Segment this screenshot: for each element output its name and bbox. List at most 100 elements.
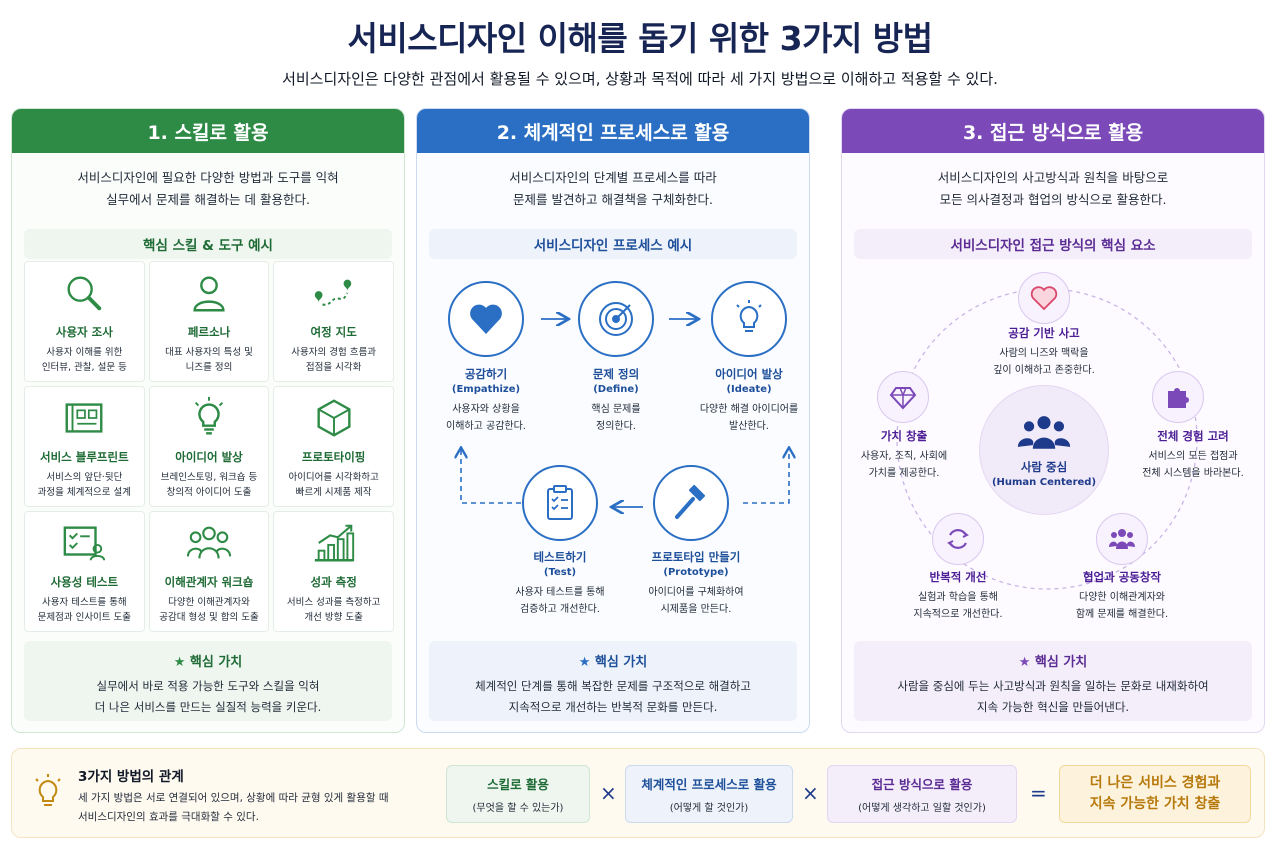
lightbulb-icon <box>194 396 224 435</box>
star-icon: ★ <box>1018 655 1031 670</box>
star-icon: ★ <box>578 655 591 670</box>
approach-column-description: 서비스디자인의 사고방식과 원칙을 바탕으로 모든 의사결정과 협업의 방식으로… <box>937 170 1169 207</box>
skill-title: 페르소나 <box>187 325 231 339</box>
checklist-user-icon <box>63 526 106 561</box>
desc-line: 서비스디자인에 필요한 다양한 방법과 도구를 익혀 <box>77 170 339 185</box>
heart-icon <box>470 304 502 334</box>
approach-core-value: ★ 핵심 가치 사람을 중심에 두는 사고방식과 원칙을 일하는 문화로 내재화… <box>854 641 1252 721</box>
human-centered-core: 사람 중심 (Human Centered) <box>979 385 1109 515</box>
process-step-circle <box>653 465 729 541</box>
skills-column-heading: 1. 스킬로 활용 <box>12 109 404 153</box>
aspect-circle <box>877 371 929 423</box>
core-subtitle: (Human Centered) <box>991 476 1097 488</box>
lightbulb-icon <box>736 300 762 332</box>
skill-title: 프로토타이핑 <box>301 450 366 464</box>
skill-title: 여정 지도 <box>310 325 357 339</box>
clipboard-check-icon <box>547 485 573 520</box>
skill-title: 성과 측정 <box>310 575 357 589</box>
page-subtitle: 서비스디자인은 다양한 관점에서 활용될 수 있으며, 상황과 목적에 따라 세… <box>282 70 998 88</box>
skill-title: 사용성 테스트 <box>50 575 119 589</box>
process-step-circle <box>711 281 787 357</box>
result-pill: 더 나은 서비스 경험과 지속 가능한 가치 창출 <box>1059 765 1251 823</box>
lightbulb-icon <box>35 774 61 806</box>
skill-title: 서비스 블루프린트 <box>40 450 129 464</box>
team-icon <box>1109 529 1135 549</box>
core-value-title: ★ 핵심 가치 <box>578 655 648 670</box>
skill-title: 이해관계자 워크숍 <box>164 575 254 589</box>
skill-title: 사용자 조사 <box>55 325 113 339</box>
aspect-circle <box>1152 371 1204 423</box>
group-icon <box>186 526 232 559</box>
blueprint-icon <box>65 403 103 433</box>
approach-column: 3. 접근 방식으로 활용 서비스디자인의 사고방식과 원칙을 바탕으로 모든 … <box>841 108 1265 733</box>
aspect-circle <box>1018 272 1070 324</box>
relationship-text: 세 가지 방법은 서로 연결되어 있으며, 상황에 따라 균형 있게 활용할 때… <box>78 792 389 823</box>
skills-section-title: 핵심 스킬 & 도구 예시 <box>24 229 392 259</box>
approach-section-title: 서비스디자인 접근 방식의 핵심 요소 <box>854 229 1252 259</box>
process-connectors <box>417 109 810 733</box>
puzzle-icon <box>1168 388 1189 408</box>
multiply-operator: × <box>802 781 819 805</box>
skills-column-description: 서비스디자인에 필요한 다양한 방법과 도구를 익혀 실무에서 문제를 해결하는… <box>12 167 404 211</box>
process-step-circle <box>522 465 598 541</box>
search-icon <box>67 276 102 311</box>
skill-title: 아이디어 발상 <box>175 450 243 464</box>
heart-icon <box>1030 286 1058 311</box>
diamond-icon <box>889 387 917 410</box>
target-icon <box>599 302 633 336</box>
approach-pill: 접근 방식으로 활용 (어떻게 생각하고 일할 것인가) <box>827 765 1017 823</box>
core-value-title: ★ 핵심 가치 <box>1018 655 1088 670</box>
core-title: 사람 중심 <box>1020 459 1068 474</box>
people-icon <box>1017 415 1071 449</box>
star-icon: ★ <box>173 655 186 670</box>
process-step-circle <box>578 281 654 357</box>
process-section-title: 서비스디자인 프로세스 예시 <box>429 229 797 259</box>
skills-pill: 스킬로 활용 (무엇을 할 수 있는가) <box>446 765 590 823</box>
process-column-description: 서비스디자인의 단계별 프로세스를 따라 문제를 발견하고 해결책을 구체화한다… <box>509 170 717 207</box>
map-route-icon <box>314 279 351 306</box>
process-column: 2. 체계적인 프로세스로 활용 서비스디자인의 단계별 프로세스를 따라 문제… <box>416 108 810 733</box>
refresh-icon <box>947 529 969 549</box>
skills-column: 1. 스킬로 활용 서비스디자인에 필요한 다양한 방법과 도구를 익혀 실무에… <box>11 108 405 733</box>
core-value-title: ★ 핵심 가치 <box>173 655 243 670</box>
relationship-title: 3가지 방법의 관계 <box>78 769 184 785</box>
aspect-circle <box>932 513 984 565</box>
cube-icon <box>317 399 351 437</box>
page-title: 서비스디자인 이해를 돕기 위한 3가지 방법 <box>347 19 933 58</box>
approach-column-heading: 3. 접근 방식으로 활용 <box>842 109 1264 153</box>
relationship-panel: 3가지 방법의 관계 세 가지 방법은 서로 연결되어 있으며, 상황에 따라 … <box>11 748 1265 838</box>
process-pill: 체계적인 프로세스로 활용 (어떻게 할 것인가) <box>625 765 793 823</box>
process-column-heading: 2. 체계적인 프로세스로 활용 <box>417 109 809 153</box>
